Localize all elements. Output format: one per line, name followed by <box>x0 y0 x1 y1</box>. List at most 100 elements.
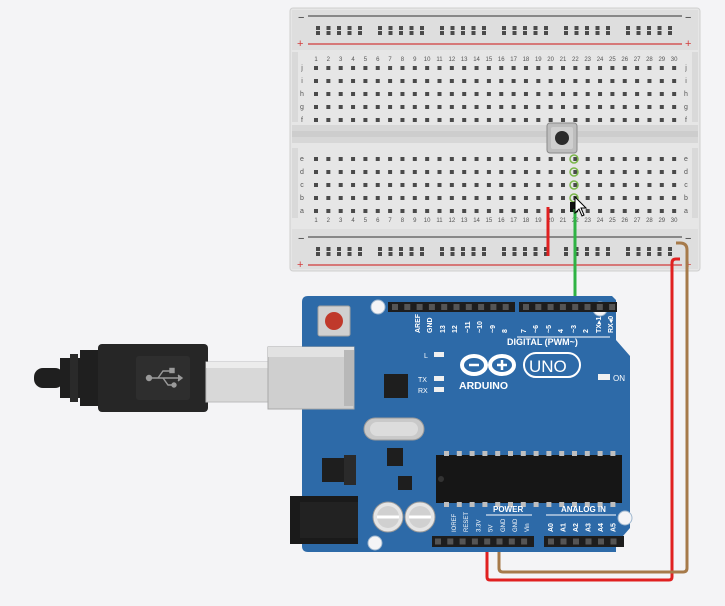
column-number: 25 <box>609 218 616 224</box>
column-number: 19 <box>535 218 542 224</box>
row-letter: c <box>300 182 304 189</box>
row-letter: g <box>684 104 688 111</box>
column-number: 26 <box>621 218 628 224</box>
row-letter: j <box>684 65 687 72</box>
column-number: 15 <box>486 218 493 224</box>
breadboard-holes <box>314 26 677 256</box>
digital-pwm-label: DIGITAL (PWM~) <box>507 337 578 347</box>
power-pin-label: GND <box>513 518 519 532</box>
mounting-hole <box>367 535 383 551</box>
column-number: 8 <box>401 57 405 63</box>
column-number: 24 <box>597 218 604 224</box>
analog-pin-label: A3 <box>586 523 593 532</box>
column-number: 27 <box>634 218 641 224</box>
breadboard[interactable]: 1122334455667788991010111112121313141415… <box>289 7 701 272</box>
red-power-wire[interactable] <box>485 257 680 582</box>
digital-header[interactable] <box>388 302 617 312</box>
column-number: 1 <box>314 57 318 63</box>
column-number: 10 <box>424 57 431 63</box>
column-number: 20 <box>547 218 554 224</box>
usb-icon <box>145 367 184 388</box>
digital-pin-label: RX◂0 <box>608 316 615 333</box>
usb-cable[interactable] <box>0 344 271 412</box>
column-number: 12 <box>449 218 456 224</box>
row-letter: f <box>685 117 687 124</box>
column-number: 29 <box>658 218 665 224</box>
digital-pin-label: ~11 <box>465 321 472 333</box>
column-number: 19 <box>535 57 542 63</box>
capacitor <box>372 501 404 533</box>
column-number: 14 <box>473 218 480 224</box>
brown-ground-wire[interactable] <box>497 241 689 574</box>
top-rail-plus: + <box>297 38 303 50</box>
power-pin-label: Vin <box>525 523 531 532</box>
arduino-logo-icon <box>460 354 516 376</box>
power-pin-label: RESET <box>464 512 470 532</box>
column-number: 4 <box>351 218 355 224</box>
column-number: 26 <box>621 57 628 63</box>
column-number: 20 <box>547 57 554 63</box>
column-number: 30 <box>671 218 678 224</box>
row-letter: d <box>684 169 688 176</box>
wire-endpoint-handle[interactable] <box>570 202 578 212</box>
column-number: 8 <box>401 218 405 224</box>
column-number: 25 <box>609 57 616 63</box>
bottom-rail-minus-right: − <box>685 233 691 245</box>
analog-pin-label: A5 <box>611 523 618 532</box>
bottom-rail-minus: − <box>298 233 304 245</box>
small-chip <box>387 448 403 466</box>
bottom-rail-plus: + <box>297 259 303 271</box>
column-number: 6 <box>376 218 380 224</box>
digital-pin-label: ~5 <box>546 325 553 333</box>
on-label: ON <box>613 374 625 383</box>
analog-pin-label: A0 <box>548 523 555 532</box>
uno-model: UNO <box>529 357 567 376</box>
power-header[interactable] <box>432 536 534 547</box>
top-rail-minus: − <box>298 12 304 24</box>
column-number: 18 <box>523 218 530 224</box>
analog-header[interactable] <box>544 536 624 547</box>
column-number: 28 <box>646 218 653 224</box>
row-letter: b <box>684 195 688 202</box>
led-rx-label: RX <box>418 388 428 395</box>
digital-pin-label: ~6 <box>533 325 540 333</box>
column-number: 23 <box>584 218 591 224</box>
power-label: POWER <box>493 505 523 514</box>
column-number: 13 <box>461 218 468 224</box>
led-tx <box>434 376 444 381</box>
digital-pin-label: ~10 <box>477 321 484 333</box>
column-number: 18 <box>523 57 530 63</box>
column-number: 12 <box>449 57 456 63</box>
column-number: 11 <box>436 218 443 224</box>
pushbutton[interactable] <box>546 122 578 154</box>
transistor <box>398 476 412 490</box>
digital-pin-label: 7 <box>521 329 528 333</box>
led-l-label: L <box>424 353 428 360</box>
reset-button[interactable] <box>317 305 351 337</box>
row-letter: a <box>684 208 688 215</box>
row-letter: i <box>685 78 687 85</box>
analog-pin-label: A1 <box>561 523 568 532</box>
row-letter: i <box>301 78 303 85</box>
column-number: 16 <box>498 57 505 63</box>
column-number: 7 <box>388 57 392 63</box>
digital-pin-label: TX▸1 <box>596 317 603 333</box>
column-number: 17 <box>510 218 517 224</box>
digital-pin-label: 4 <box>558 329 565 333</box>
row-letter: c <box>684 182 688 189</box>
usb-chip <box>384 374 408 398</box>
column-number: 17 <box>510 57 517 63</box>
column-number: 21 <box>560 218 567 224</box>
column-number: 11 <box>436 57 443 63</box>
row-letter: f <box>301 117 303 124</box>
row-letter: j <box>300 65 303 72</box>
column-number: 7 <box>388 218 392 224</box>
arduino-brand: ARDUINO <box>459 380 508 392</box>
analog-pin-label: A4 <box>598 523 605 532</box>
top-rail-plus-right: + <box>685 38 691 50</box>
led-rx <box>434 387 444 392</box>
mouse-cursor-icon <box>574 195 588 217</box>
digital-pin-label: ~9 <box>490 325 497 333</box>
